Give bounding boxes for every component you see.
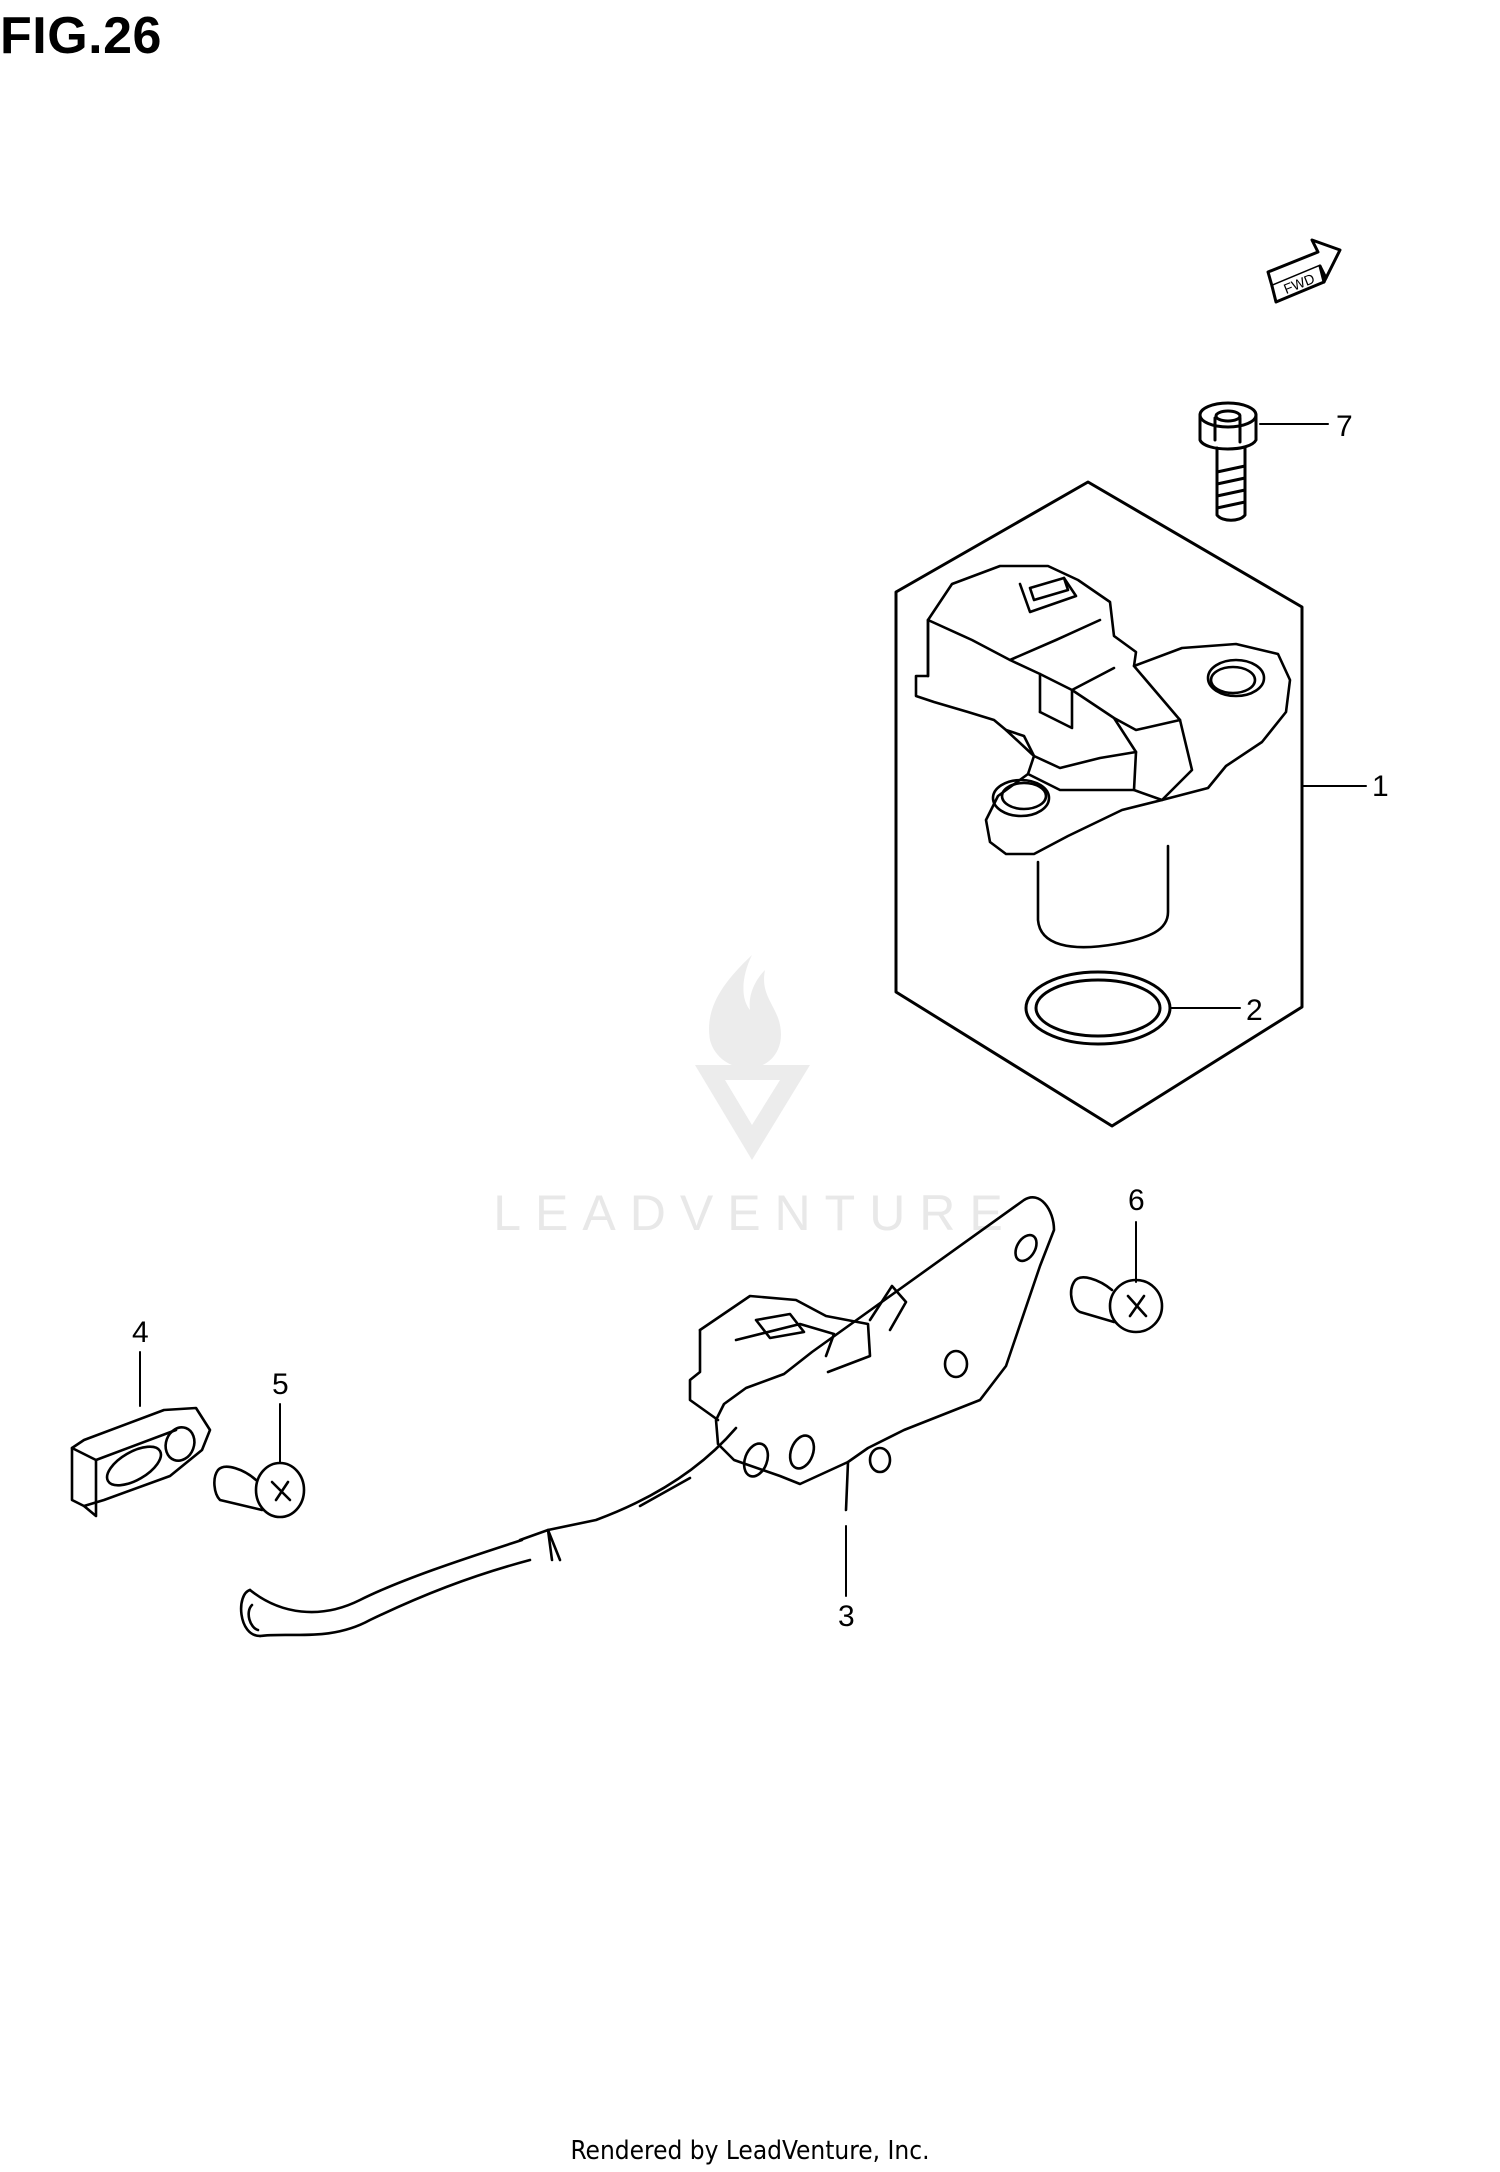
- callout-3: 3: [838, 1600, 855, 1633]
- wire-clamp: [70, 1406, 212, 1518]
- v-logo-icon: [695, 1065, 810, 1160]
- figure-title: FIG.26: [0, 7, 162, 65]
- bracket-screw: [1069, 1276, 1164, 1334]
- callout-labels: 7 1 2 6 3 4 5: [132, 410, 1389, 1633]
- forward-arrow-icon: FWD: [1266, 238, 1342, 304]
- leader-lines: [139, 423, 1367, 1597]
- callout-5: 5: [272, 1368, 289, 1401]
- sensor-bolt: [1198, 401, 1258, 522]
- callout-6: 6: [1128, 1184, 1145, 1217]
- flame-logo-icon: [709, 955, 781, 1069]
- sensor-housing: [914, 564, 1292, 949]
- footer-credit: Rendered by LeadVenture, Inc.: [570, 2136, 930, 2166]
- watermark-text: LEADVENTURE: [493, 1185, 1017, 1241]
- o-ring: [1024, 970, 1172, 1046]
- callout-4: 4: [132, 1316, 149, 1349]
- callout-1: 1: [1372, 770, 1389, 803]
- clamp-screw: [213, 1461, 306, 1519]
- callout-7: 7: [1336, 410, 1353, 443]
- sensor-bracket-harness: [239, 1196, 1056, 1638]
- assembly-boundary: [894, 480, 1304, 1128]
- watermark: LEADVENTURE: [493, 955, 1017, 1241]
- callout-2: 2: [1246, 994, 1263, 1027]
